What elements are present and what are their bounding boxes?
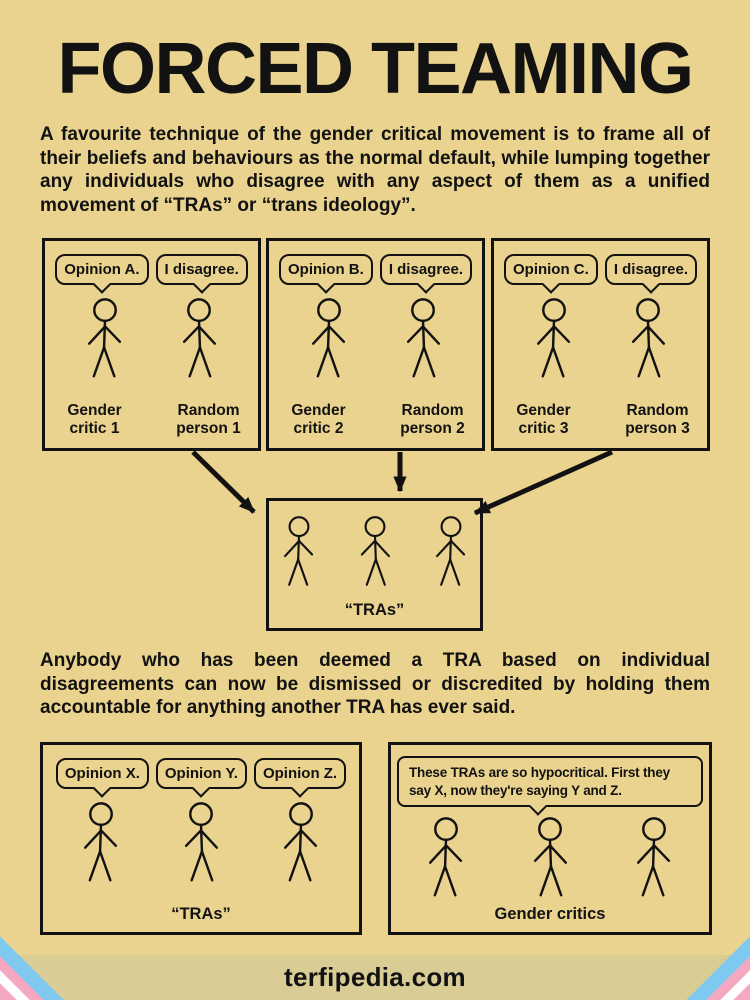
stick-figure-row xyxy=(73,802,329,884)
speech-bubble-opinion-z: Opinion Z. xyxy=(253,758,347,789)
tras-opinions-box: Opinion X. Opinion Y. Opinion Z. “TRAs” xyxy=(40,742,362,935)
stick-figure-icon xyxy=(360,516,390,586)
figure-label-random-person-1: Random person 1 xyxy=(176,401,241,438)
speech-bubble-row: Opinion A. I disagree. xyxy=(55,254,248,285)
figure-label-row: Gender critic 2 Random person 2 xyxy=(275,402,477,439)
stick-figure-row xyxy=(274,516,476,588)
stick-figure-row xyxy=(526,298,676,380)
footer-site-text: terfipedia.com xyxy=(284,962,466,992)
stick-figure-icon xyxy=(184,802,219,882)
figure-label-row: Gender critic 1 Random person 1 xyxy=(51,402,253,439)
figure-label-gender-critic-2: Gender critic 2 xyxy=(291,401,346,438)
stick-figure-icon xyxy=(83,802,118,882)
footer-strip xyxy=(0,955,750,1000)
middle-paragraph: Anybody who has been deemed a TRA based … xyxy=(40,650,710,719)
speech-bubble-disagree-3: I disagree. xyxy=(604,254,698,285)
speech-bubble-opinion-y: Opinion Y. xyxy=(155,758,247,789)
intro-paragraph: A favourite technique of the gender crit… xyxy=(40,124,710,216)
stick-figure-icon xyxy=(182,298,216,378)
gender-critics-box: These TRAs are so hypocritical. First th… xyxy=(388,742,712,935)
stick-figure-icon xyxy=(536,298,570,378)
speech-bubble-opinion-c: Opinion C. xyxy=(503,254,598,285)
speech-bubble-hypocritical: These TRAs are so hypocritical. First th… xyxy=(397,756,703,808)
arrow-right xyxy=(473,449,614,516)
stick-figure-icon xyxy=(406,298,440,378)
stick-figure-icon xyxy=(87,298,121,378)
speech-bubble-opinion-a: Opinion A. xyxy=(55,254,149,285)
figure-label-gender-critic-1: Gender critic 1 xyxy=(67,401,122,438)
trans-flag-corner-right xyxy=(632,882,750,1000)
figure-label-random-person-2: Random person 2 xyxy=(400,401,465,438)
speech-bubble-disagree-1: I disagree. xyxy=(155,254,248,285)
stick-figure-row xyxy=(301,298,451,380)
stick-figure-icon xyxy=(283,516,313,586)
figure-label-gender-critic-3: Gender critic 3 xyxy=(516,401,571,438)
speech-bubble-opinion-b: Opinion B. xyxy=(278,254,373,285)
figure-label-row: Gender critic 3 Random person 3 xyxy=(500,402,702,439)
speech-bubble-row: Opinion C. I disagree. xyxy=(503,254,698,285)
stick-figure-icon xyxy=(428,817,463,897)
figure-label-random-person-3: Random person 3 xyxy=(625,401,690,438)
bottom-left-box-label: “TRAs” xyxy=(171,905,231,923)
stick-figure-icon xyxy=(311,298,345,378)
disagreement-box-2: Opinion B. I disagree. Gender critic 2 R… xyxy=(266,238,485,451)
speech-bubble-row: Opinion B. I disagree. xyxy=(278,254,473,285)
bottom-right-box-label: Gender critics xyxy=(494,905,606,923)
stick-figure-icon xyxy=(435,516,465,586)
speech-bubble-opinion-x: Opinion X. xyxy=(55,758,149,789)
stick-figure-icon xyxy=(631,298,665,378)
stick-figure-row xyxy=(77,298,227,380)
tras-box: “TRAs” xyxy=(266,498,483,631)
stick-figure-icon xyxy=(283,802,318,882)
page-title: FORCED TEAMING xyxy=(57,29,694,109)
tras-box-label: “TRAs” xyxy=(344,601,405,619)
arrow-left xyxy=(191,450,256,514)
speech-bubble-row: Opinion X. Opinion Y. Opinion Z. xyxy=(55,758,347,789)
speech-bubble-disagree-2: I disagree. xyxy=(379,254,473,285)
stick-figure-icon xyxy=(533,817,568,897)
trans-flag-corner-left xyxy=(0,882,118,1000)
disagreement-box-1: Opinion A. I disagree. Gender critic 1 R… xyxy=(42,238,261,451)
disagreement-box-3: Opinion C. I disagree. Gender critic 3 R… xyxy=(491,238,710,451)
